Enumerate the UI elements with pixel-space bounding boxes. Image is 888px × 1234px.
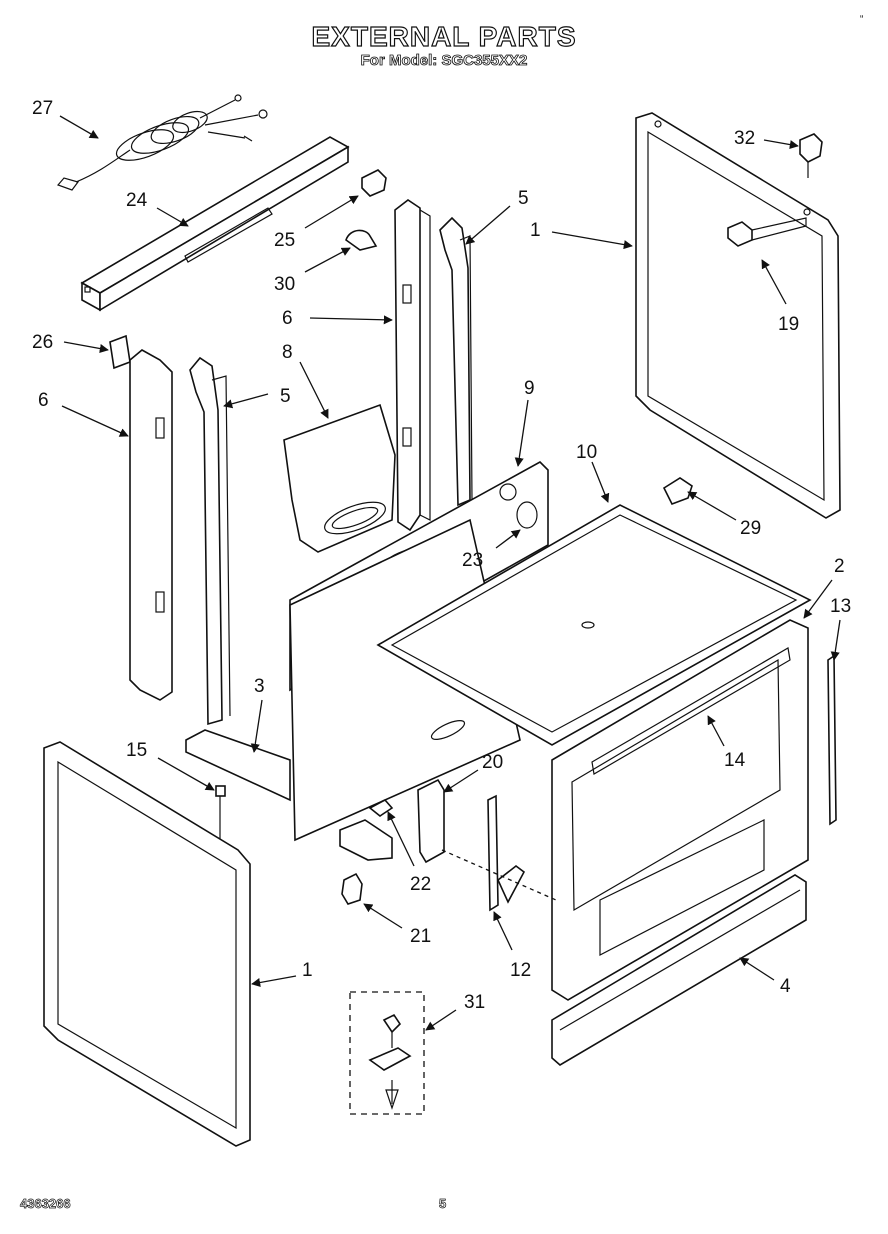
side-panel-right-part bbox=[635, 112, 841, 519]
hinge-part bbox=[441, 794, 557, 912]
cooktop-part bbox=[376, 504, 812, 746]
callout-12: 12 bbox=[510, 960, 531, 981]
screw-15-part bbox=[215, 785, 226, 840]
callout-5: 5 bbox=[518, 188, 529, 209]
callout-4: 4 bbox=[780, 976, 791, 997]
callout-1-left: 1 bbox=[302, 960, 313, 981]
terminal-part bbox=[727, 217, 807, 247]
front-frame-part bbox=[551, 619, 809, 1001]
callout-21: 21 bbox=[410, 926, 431, 947]
callout-3: 3 bbox=[254, 676, 265, 697]
callout-8: 8 bbox=[282, 342, 293, 363]
leader-lines bbox=[59, 115, 841, 1031]
small-bracket-part bbox=[109, 334, 131, 370]
callout-2: 2 bbox=[834, 556, 845, 577]
screw-21-part bbox=[341, 872, 363, 905]
clip-part bbox=[361, 169, 387, 197]
burner-box-part bbox=[283, 403, 396, 553]
callout-5-left: 5 bbox=[280, 386, 291, 407]
side-rail-right-part bbox=[394, 199, 431, 532]
callout-22: 22 bbox=[410, 874, 431, 895]
document-number: 4363266 bbox=[20, 1196, 71, 1212]
callout-24: 24 bbox=[126, 190, 148, 211]
callout-20: 20 bbox=[482, 752, 503, 773]
callout-19: 19 bbox=[778, 314, 799, 335]
callout-15: 15 bbox=[126, 740, 147, 761]
callout-25: 25 bbox=[274, 230, 295, 251]
callout-30: 30 bbox=[274, 274, 295, 295]
page-title: EXTERNAL PARTS bbox=[311, 21, 577, 52]
bracket-20-part bbox=[417, 778, 445, 864]
callout-31: 31 bbox=[464, 992, 485, 1013]
model-subtitle: For Model: SGC355XX2 bbox=[360, 52, 528, 70]
clamp-part bbox=[345, 229, 378, 251]
callout-labels: 27 24 25 30 5 6 1 32 19 26 6 5 8 9 10 23… bbox=[32, 98, 851, 1013]
callout-32: 32 bbox=[734, 128, 755, 149]
callout-29: 29 bbox=[740, 518, 761, 539]
callout-1: 1 bbox=[530, 220, 541, 241]
callout-23: 23 bbox=[462, 550, 483, 571]
top-rail-part bbox=[80, 136, 350, 312]
side-panel-left-part bbox=[43, 741, 251, 1147]
corner-mark: “ bbox=[860, 14, 864, 25]
bottom-rail-part bbox=[551, 874, 807, 1066]
bracket-right-part bbox=[439, 216, 473, 507]
knob-part bbox=[799, 133, 823, 178]
callout-9: 9 bbox=[524, 378, 535, 399]
callout-6-left: 6 bbox=[38, 390, 49, 411]
side-rail-left-part bbox=[129, 349, 173, 701]
power-cord-part bbox=[56, 94, 268, 191]
callout-13: 13 bbox=[830, 596, 851, 617]
strip-part bbox=[827, 654, 837, 826]
callout-26: 26 bbox=[32, 332, 53, 353]
page-number: 5 bbox=[439, 1196, 447, 1212]
bracket-left-part bbox=[189, 356, 231, 726]
callout-14: 14 bbox=[724, 750, 746, 771]
clip-22-part bbox=[368, 798, 394, 817]
callout-6: 6 bbox=[282, 308, 293, 329]
screw-part bbox=[662, 477, 693, 506]
hardware-kit-part bbox=[349, 991, 425, 1115]
callout-10: 10 bbox=[576, 442, 597, 463]
callout-27: 27 bbox=[32, 98, 53, 119]
